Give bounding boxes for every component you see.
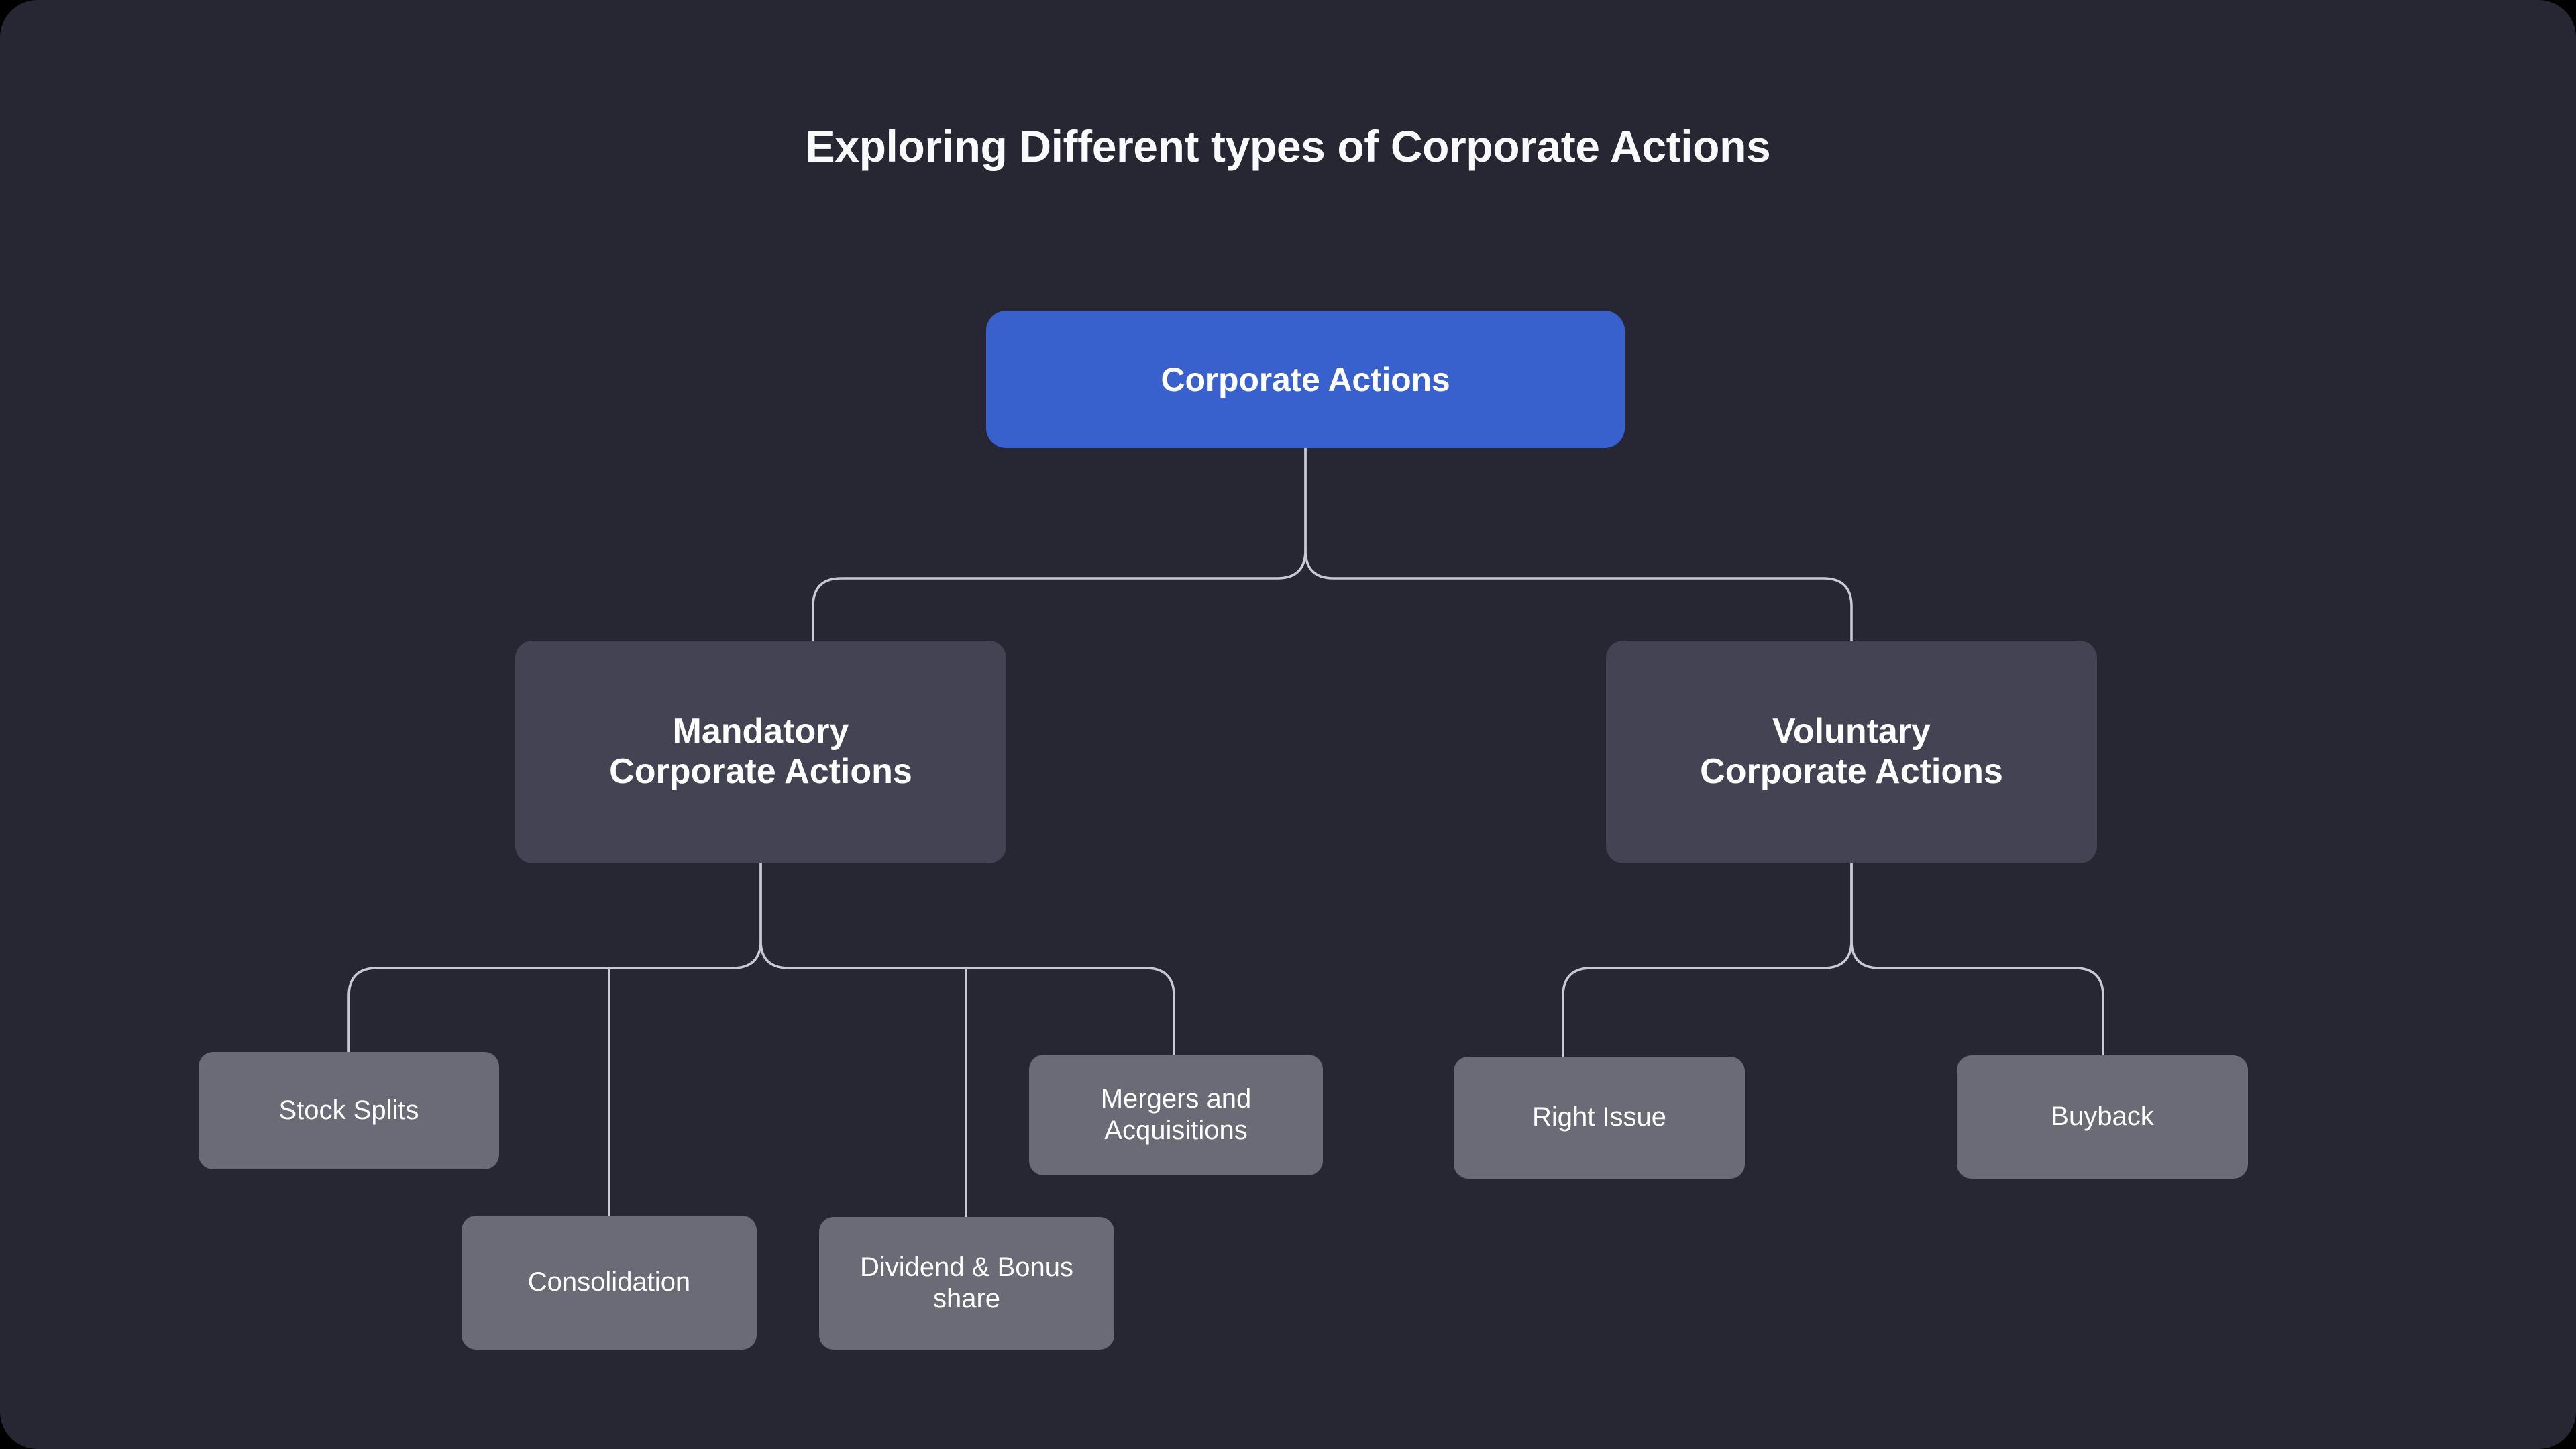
- node-mergers-and-acquisitions[interactable]: Mergers and Acquisitions: [1029, 1055, 1323, 1175]
- edge-mandatory-to-stock-splits: [347, 863, 762, 1052]
- edge-mandatory-to-mergers: [759, 863, 1175, 1055]
- node-consolidation-label: Consolidation: [527, 1267, 691, 1297]
- node-voluntary-corporate-actions-label: Voluntary Corporate Actions: [1700, 712, 2003, 791]
- page-title: Exploring Different types of Corporate A…: [805, 121, 1771, 171]
- node-corporate-actions[interactable]: Corporate Actions: [986, 311, 1625, 448]
- node-right-issue-label: Right Issue: [1532, 1102, 1667, 1132]
- edge-root-to-mandatory: [812, 448, 1307, 641]
- edge-voluntary-to-right-issue: [1562, 863, 1853, 1057]
- node-dividend-bonus-share[interactable]: Dividend & Bonus share: [819, 1217, 1114, 1350]
- node-dividend-bonus-share-label: Dividend & Bonus share: [860, 1252, 1073, 1313]
- node-buyback[interactable]: Buyback: [1957, 1055, 2248, 1179]
- node-corporate-actions-label: Corporate Actions: [1161, 360, 1450, 398]
- node-mergers-and-acquisitions-label: Mergers and Acquisitions: [1100, 1083, 1252, 1145]
- node-voluntary-corporate-actions[interactable]: Voluntary Corporate Actions: [1606, 641, 2097, 863]
- node-consolidation[interactable]: Consolidation: [462, 1216, 757, 1350]
- node-stock-splits[interactable]: Stock Splits: [199, 1052, 499, 1169]
- node-stock-splits-label: Stock Splits: [278, 1095, 419, 1125]
- node-mandatory-corporate-actions[interactable]: Mandatory Corporate Actions: [515, 641, 1006, 863]
- node-buyback-label: Buyback: [2051, 1102, 2154, 1132]
- node-mandatory-corporate-actions-label: Mandatory Corporate Actions: [609, 712, 912, 791]
- edge-root-to-voluntary: [1304, 448, 1853, 641]
- node-right-issue[interactable]: Right Issue: [1454, 1057, 1745, 1179]
- edge-voluntary-to-buyback: [1850, 863, 2104, 1055]
